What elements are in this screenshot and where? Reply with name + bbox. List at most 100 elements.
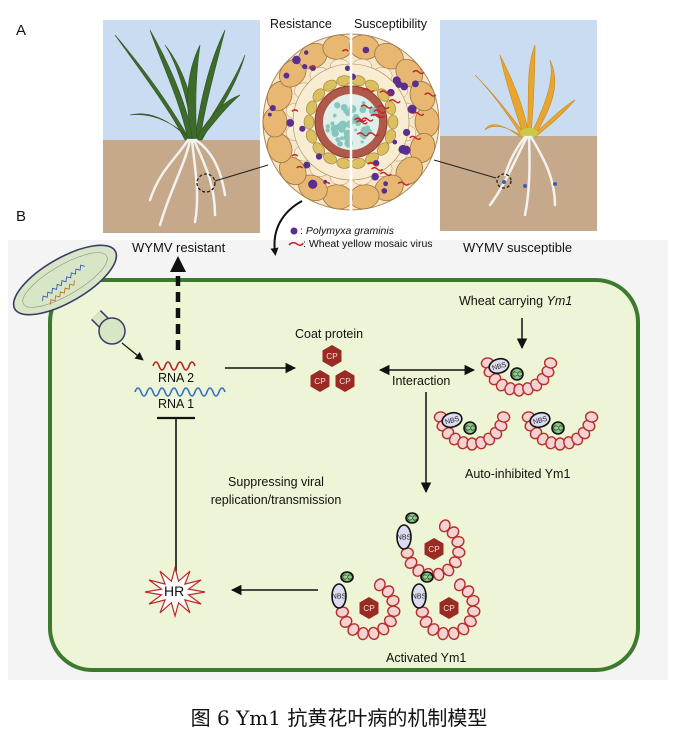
lrr-repeat	[496, 411, 511, 423]
cp-label: CP	[363, 604, 375, 613]
polymyxa-spore	[401, 145, 411, 155]
lrr-repeat	[383, 615, 397, 628]
root-cross-section	[262, 30, 440, 214]
wymv-susceptible-label: WYMV susceptible	[463, 240, 573, 255]
lrr-repeat	[339, 615, 353, 628]
interaction-label: Interaction	[392, 374, 451, 388]
endodermis-cell	[376, 142, 390, 156]
lrr-repeat	[457, 622, 470, 636]
svg-text:NBS: NBS	[491, 362, 507, 373]
virus-particle	[412, 111, 425, 117]
lrr-repeat	[387, 605, 401, 617]
lrr-repeat	[404, 556, 418, 569]
virus-particle	[291, 109, 299, 112]
svg-text:NBS: NBS	[397, 535, 412, 542]
panel-a-label: A	[16, 22, 27, 39]
cc-domain: CC	[340, 571, 354, 583]
cortex-cell	[262, 106, 288, 138]
polymyxa-spore	[303, 161, 311, 169]
virus-particle	[367, 161, 380, 167]
lrr-repeat	[357, 626, 369, 641]
wheat-carrying-prefix: Wheat carrying	[459, 294, 547, 308]
polymyxa-spore	[411, 80, 419, 88]
wymv-resistant-label: WYMV resistant	[132, 240, 226, 255]
polymyxa-spore	[303, 50, 309, 55]
lrr-repeat	[347, 623, 360, 636]
polymyxa-spore	[395, 80, 403, 88]
virus-particle	[354, 117, 367, 122]
cp-hexagon: CP	[439, 597, 459, 619]
lrr-repeat	[453, 578, 466, 592]
legend-wymv: : Wheat yellow mosaic virus	[303, 238, 433, 250]
svg-text:CC: CC	[407, 516, 417, 523]
virus-particle	[323, 181, 331, 185]
virus-particle	[379, 90, 392, 95]
vascular-cell	[334, 102, 341, 109]
lrr-repeat	[466, 594, 480, 607]
virus-particle	[341, 49, 349, 52]
polymyxa-spore	[383, 181, 389, 187]
lrr-repeat	[437, 626, 449, 641]
endodermis-cell	[384, 129, 397, 144]
virus-particle	[361, 117, 374, 122]
endodermis-cell	[305, 100, 318, 115]
vascular-cell	[361, 101, 366, 105]
legend-polymyxa-text: Polymyxa graminis	[305, 225, 394, 237]
lrr-repeat	[448, 556, 462, 569]
lrr-repeat	[461, 585, 475, 598]
virus-particle	[370, 166, 384, 172]
activated-ym1: NBS CC CP	[331, 571, 401, 641]
endodermis-cell	[305, 129, 318, 144]
polymyxa-spore	[392, 139, 398, 145]
vascular-cell	[325, 128, 330, 133]
virus-particle	[367, 132, 380, 137]
cp-hexagon: CP	[424, 538, 444, 560]
virus-particle	[360, 104, 373, 109]
polymyxa-spore	[267, 112, 272, 117]
cc-domain: CC	[551, 421, 565, 435]
svg-text:CC: CC	[342, 575, 352, 582]
polymyxa-spore	[344, 65, 351, 71]
cp-hexagon: CP	[335, 370, 355, 392]
cortex-cell	[414, 106, 440, 138]
virus-particle	[362, 88, 375, 93]
svg-text:NBS: NBS	[412, 594, 427, 601]
cp-label: CP	[443, 604, 455, 613]
svg-text:NBS: NBS	[332, 594, 347, 601]
cp-hexagon: CP	[322, 345, 342, 367]
polymyxa-vector-icon	[12, 244, 126, 345]
svg-text:CC: CC	[512, 372, 522, 379]
rna2-squiggle	[152, 361, 196, 371]
endodermis-cell	[387, 114, 399, 130]
lrr-repeat	[438, 519, 451, 533]
suppressing-line1: Suppressing viral	[228, 475, 324, 489]
lrr-repeat	[367, 626, 380, 641]
lrr-repeat	[419, 615, 433, 628]
polymyxa-spore	[381, 188, 388, 194]
vascular-cell	[360, 140, 364, 144]
polymyxa-spore	[269, 104, 276, 112]
vascular-cell	[338, 125, 346, 133]
vascular-cell	[354, 128, 358, 132]
ym1-gene-name: Ym1	[546, 294, 573, 308]
panel-b-label: B	[16, 208, 27, 225]
polymyxa-spore	[283, 72, 290, 79]
nbs-domain: NBS	[529, 411, 551, 429]
rna2-label: RNA 2	[158, 371, 195, 385]
endodermis-cell	[384, 100, 397, 115]
vascular-cell	[337, 140, 343, 147]
cp-label: CP	[326, 352, 338, 361]
rna1-squiggle	[134, 387, 226, 397]
virus-particle	[412, 69, 425, 75]
virus-particle	[424, 92, 437, 97]
polymyxa-spore	[308, 179, 318, 189]
svg-text:CC: CC	[553, 426, 563, 433]
virus-particle	[296, 165, 304, 169]
virus-squiggle-icon	[288, 241, 304, 247]
vascular-cell	[330, 121, 335, 126]
polymyxa-spore	[286, 118, 295, 127]
